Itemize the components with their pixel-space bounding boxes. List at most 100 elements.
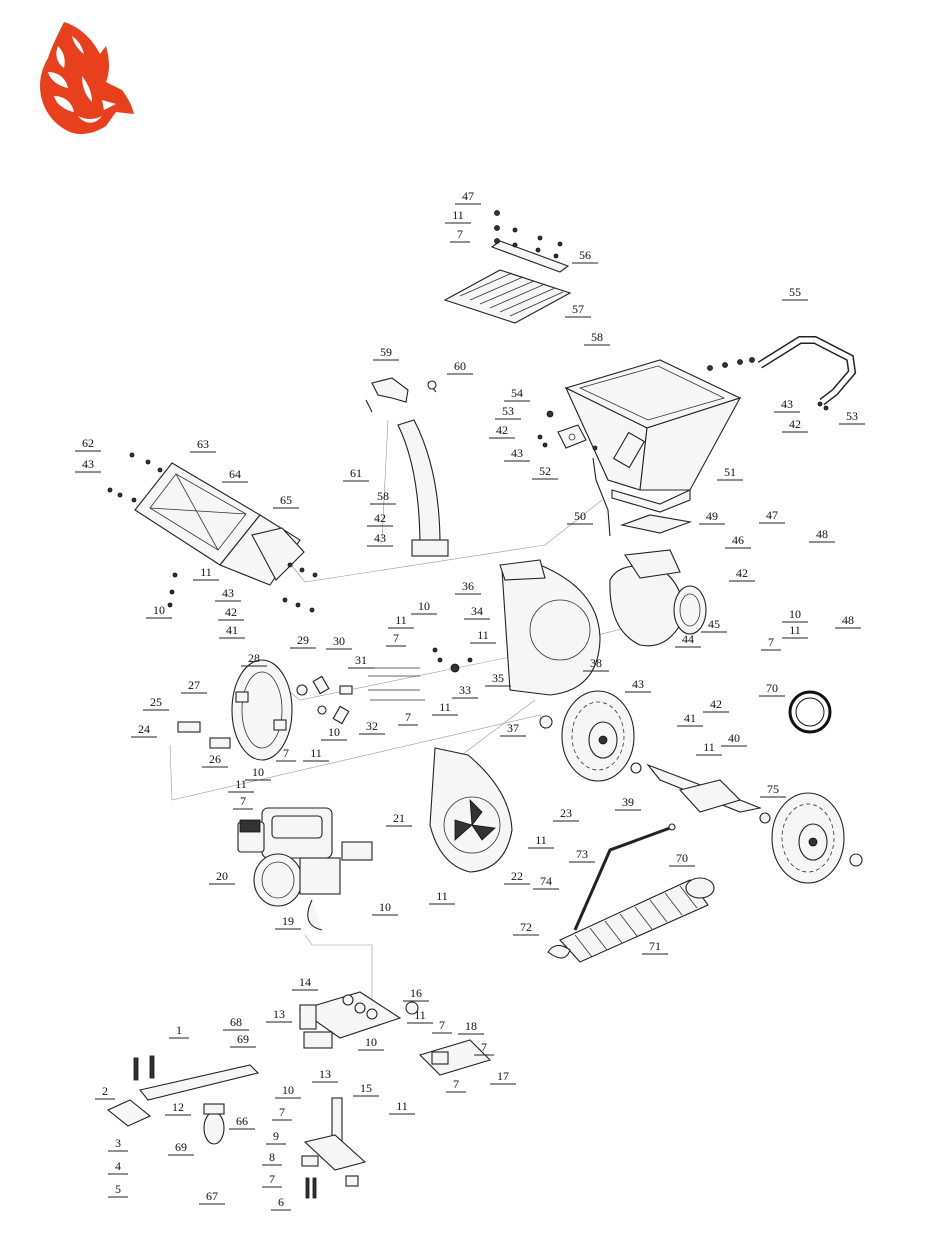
push-handle [707,336,857,411]
callout-number: 7 [768,635,774,649]
callout-number: 24 [138,722,150,736]
callout-number: 7 [240,794,246,808]
callout-47: 47 [759,508,785,524]
callout-number: 68 [230,1015,242,1029]
callout-number: 9 [273,1129,279,1143]
callout-number: 33 [459,683,471,697]
callout-number: 43 [632,677,644,691]
retaining-ring [788,690,832,734]
callout-number: 11 [396,1099,408,1113]
callout-number: 50 [574,509,586,523]
callout-number: 35 [492,671,504,685]
brand-logo [18,16,142,140]
callout-28: 28 [241,651,267,667]
callout-20: 20 [209,869,235,885]
callout-number: 63 [197,437,209,451]
callout-11: 11 [407,1008,433,1024]
callout-number: 13 [319,1067,331,1081]
callout-number: 11 [452,208,464,222]
callout-number: 40 [728,731,740,745]
callout-10: 10 [782,607,808,623]
vacuum-hose [547,877,715,963]
callout-11: 11 [445,208,471,224]
callout-7: 7 [262,1172,282,1188]
callout-32: 32 [359,719,385,735]
callout-11: 11 [696,740,722,756]
callout-number: 10 [328,725,340,739]
callout-8: 8 [262,1150,282,1166]
callout-number: 14 [299,975,311,989]
callout-10: 10 [275,1083,301,1099]
callout-21: 21 [386,811,412,827]
callout-42: 42 [703,697,729,713]
engine [237,807,373,931]
callout-number: 72 [520,920,532,934]
callout-62: 62 [75,436,101,452]
hopper-gasket [619,514,693,534]
callout-7: 7 [474,1040,494,1056]
callout-number: 15 [360,1081,372,1095]
callout-9: 9 [266,1129,286,1145]
callout-42: 42 [782,417,808,433]
callout-72: 72 [513,920,539,936]
callout-48: 48 [835,613,861,629]
callout-40: 40 [721,731,747,747]
callout-number: 7 [453,1077,459,1091]
callout-number: 10 [789,607,801,621]
callout-7: 7 [446,1077,466,1093]
callout-43: 43 [625,677,651,693]
callout-50: 50 [567,509,593,525]
callout-47: 47 [455,189,481,205]
callout-number: 4 [115,1159,121,1173]
callout-51: 51 [717,465,743,481]
frame-rail [106,1055,260,1127]
callout-number: 7 [283,746,289,760]
callout-number: 64 [229,467,241,481]
callout-number: 11 [703,740,715,754]
callout-number: 41 [226,623,238,637]
callout-60: 60 [447,359,473,375]
callout-38: 38 [583,656,609,672]
callout-70: 70 [759,681,785,697]
callout-number: 44 [682,632,694,646]
callout-number: 39 [622,795,634,809]
callout-number: 43 [222,586,234,600]
callout-49: 49 [699,509,725,525]
callout-number: 10 [418,599,430,613]
callout-64: 64 [222,467,248,483]
callout-number: 3 [115,1136,121,1150]
callout-2: 2 [95,1084,115,1100]
callout-25: 25 [143,695,169,711]
callout-number: 8 [269,1150,275,1164]
callout-7: 7 [432,1018,452,1034]
callout-19: 19 [275,914,301,930]
callout-number: 73 [576,847,588,861]
callout-7: 7 [272,1105,292,1121]
callout-number: 10 [379,900,391,914]
callout-number: 42 [374,511,386,525]
callout-number: 11 [414,1008,426,1022]
callout-11: 11 [429,889,455,905]
callout-number: 49 [706,509,718,523]
callout-number: 7 [481,1040,487,1054]
callout-43: 43 [774,397,800,413]
callout-number: 18 [465,1019,477,1033]
axle-frame [646,763,762,813]
callout-17: 17 [490,1069,516,1085]
callout-number: 43 [781,397,793,411]
callout-11: 11 [432,700,458,716]
callout-number: 23 [560,806,572,820]
rear-bracket [418,1039,492,1076]
callout-69: 69 [230,1032,256,1048]
callout-11: 11 [193,565,219,581]
callout-3: 3 [108,1136,128,1152]
callout-number: 70 [766,681,778,695]
callout-number: 12 [172,1100,184,1114]
callout-number: 53 [502,404,514,418]
callout-number: 45 [708,617,720,631]
callout-23: 23 [553,806,579,822]
rotor-housing [499,559,601,696]
callout-number: 7 [457,227,463,241]
callout-number: 59 [380,345,392,359]
